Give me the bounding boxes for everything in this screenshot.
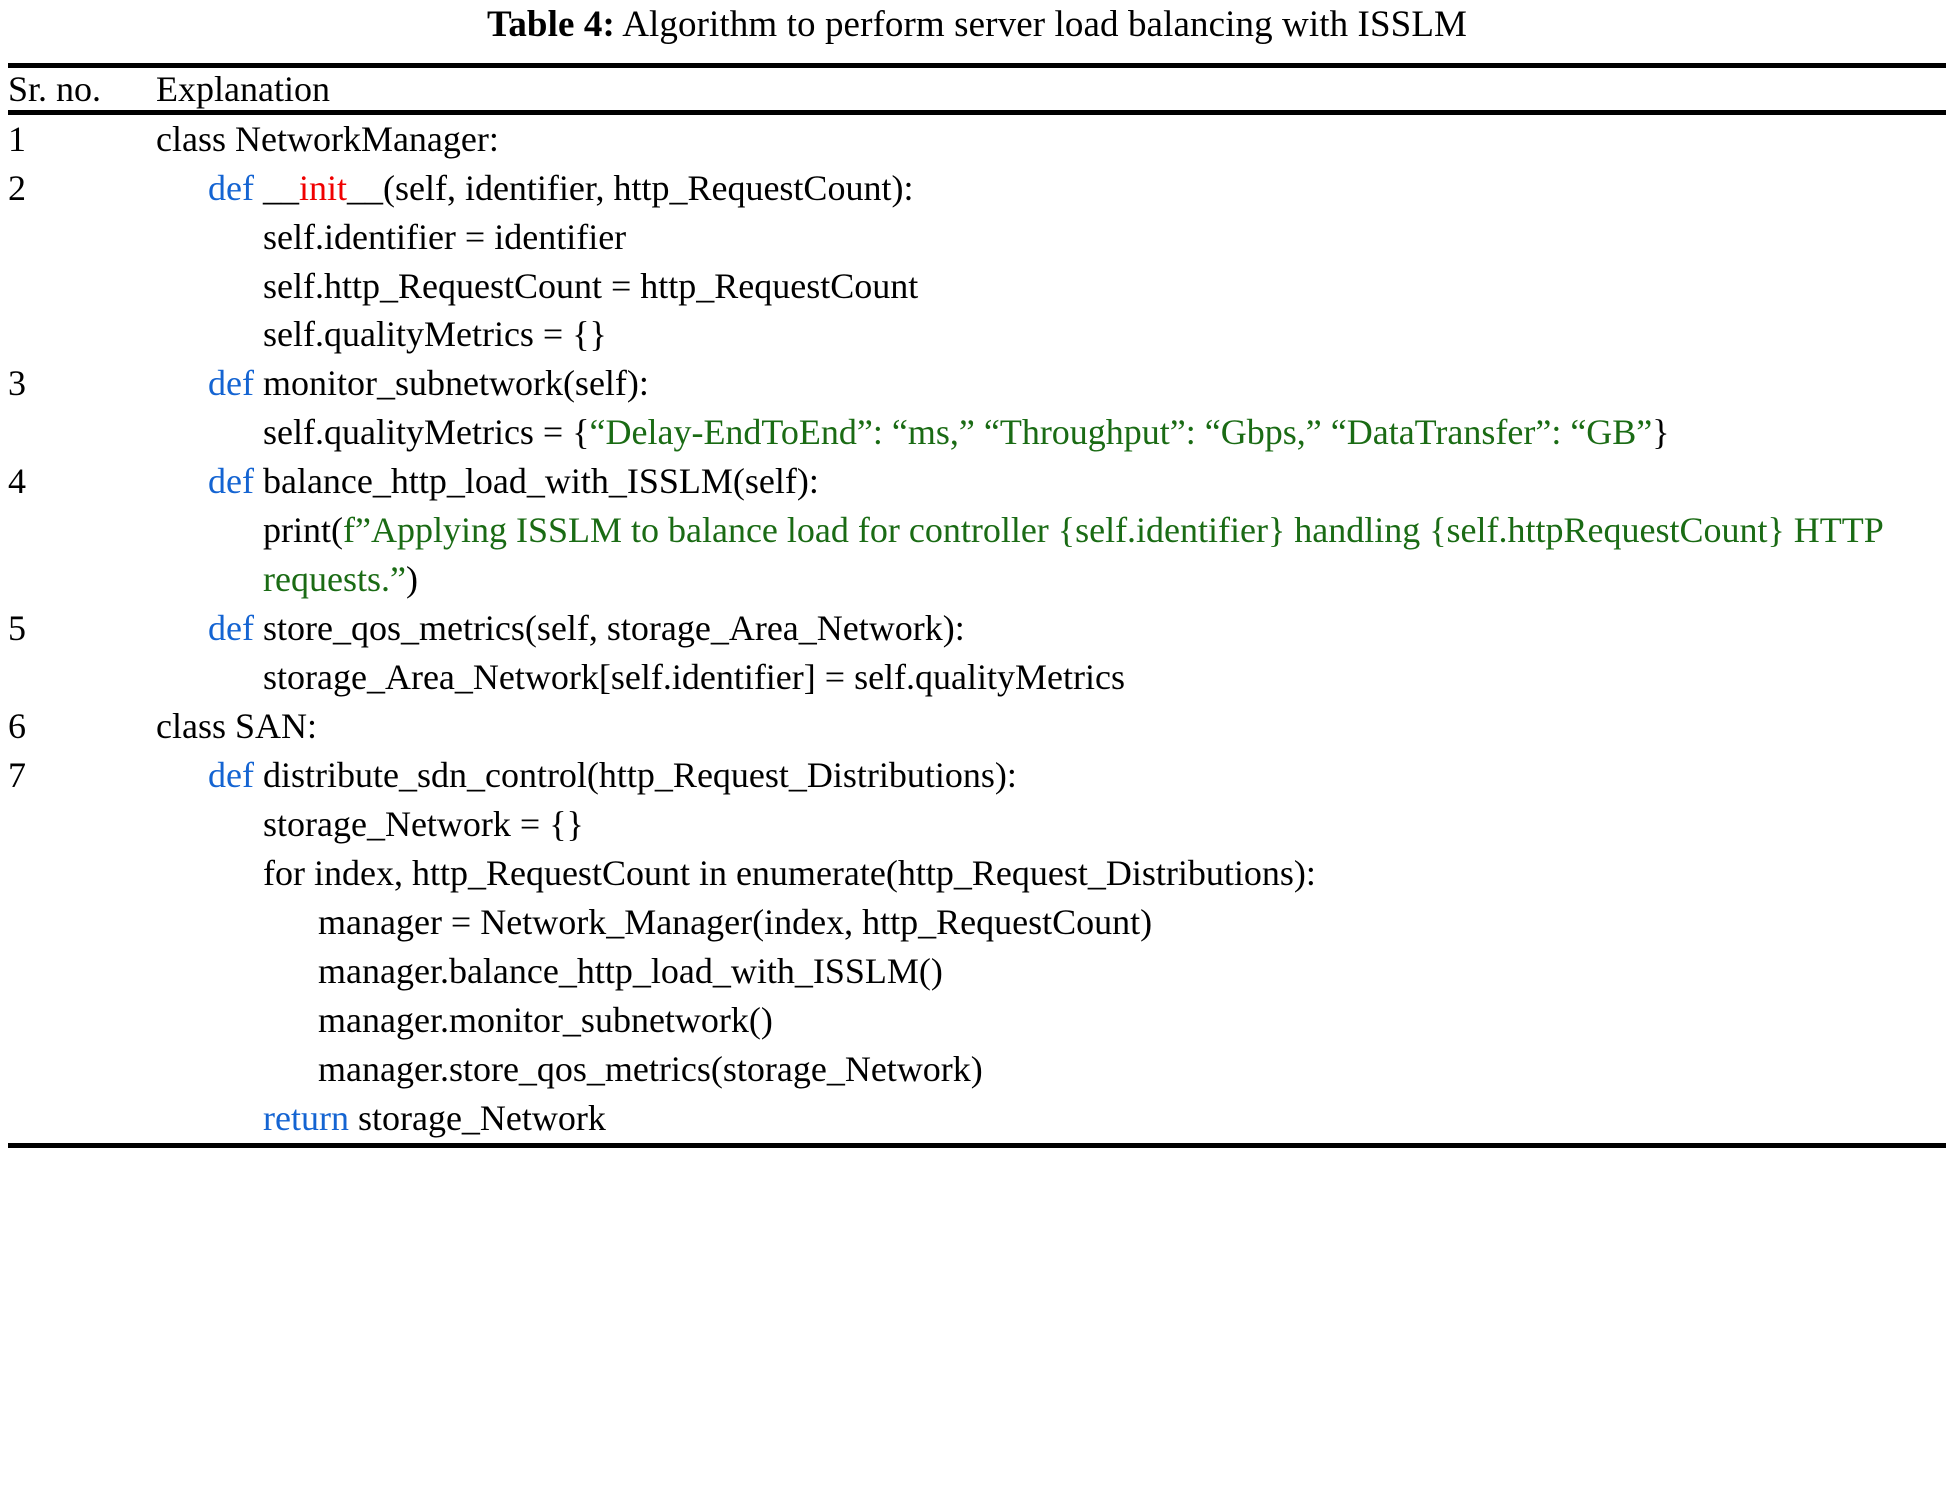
code-line: def monitor_subnetwork(self):	[156, 359, 1946, 408]
column-header-sr-no: Sr. no.	[8, 68, 102, 109]
table-body: 1 class NetworkManager: 2 def __init__(self…	[8, 115, 1946, 1143]
row-code-block: def __init__(self, identifier, http_Requ…	[156, 164, 1946, 360]
code-line: def __init__(self, identifier, http_Requ…	[156, 164, 1946, 213]
code-line: def balance_http_load_with_ISSLM(self):	[156, 457, 1946, 506]
table-row: 1 class NetworkManager:	[8, 115, 1946, 164]
table-header-rule	[8, 109, 1946, 115]
row-code-block: def monitor_subnetwork(self):self.qualit…	[156, 359, 1946, 457]
code-token-pl: )	[405, 559, 418, 600]
algorithm-table: Sr. no. Explanation	[8, 68, 1946, 110]
row-number: 7	[8, 755, 26, 796]
code-line: return storage_Network	[156, 1094, 1946, 1143]
row-number: 5	[8, 608, 26, 649]
row-number: 2	[8, 167, 26, 208]
code-token-pl: print(	[263, 510, 343, 551]
code-token-pl: self.identifier = identifier	[263, 216, 627, 257]
code-line: def store_qos_metrics(self, storage_Area…	[156, 604, 1946, 653]
code-token-pl: storage_Network	[357, 1097, 606, 1138]
code-line: self.identifier = identifier	[156, 213, 1946, 262]
table-row: 2 def __init__(self, identifier, http_Req…	[8, 164, 1946, 360]
table-row: 4 def balance_http_load_with_ISSLM(self):…	[8, 457, 1946, 604]
code-token-pl: __(self, identifier, http_RequestCount):	[346, 167, 914, 208]
code-token-pl: }	[1652, 412, 1670, 453]
code-token-str: “Delay-EndToEnd”: “ms,” “Throughput”: “G…	[589, 412, 1653, 453]
code-line: storage_Area_Network[self.identifier] = …	[156, 653, 1946, 702]
caption-text: Algorithm to perform server load balanci…	[622, 4, 1468, 45]
code-line: for index, http_RequestCount in enumerat…	[156, 849, 1946, 898]
table-bottom-rule	[8, 1142, 1946, 1148]
code-line: class SAN:	[156, 702, 1946, 751]
code-token-pl: manager = Network_Manager(index, http_Re…	[318, 901, 1153, 942]
row-code-block: def store_qos_metrics(self, storage_Area…	[156, 604, 1946, 702]
code-line: storage_Network = {}	[156, 800, 1946, 849]
code-token-pl: monitor_subnetwork(self):	[262, 363, 649, 404]
code-token-magic: init	[298, 167, 347, 208]
code-line: manager.monitor_subnetwork()	[156, 996, 1946, 1045]
code-line: manager.store_qos_metrics(storage_Networ…	[156, 1045, 1946, 1094]
row-number: 3	[8, 363, 26, 404]
algorithm-table-body: 1 class NetworkManager: 2 def __init__(self…	[8, 115, 1946, 1143]
code-line: print(f”Applying ISSLM to balance load f…	[156, 506, 1946, 604]
code-line: manager = Network_Manager(index, http_Re…	[156, 898, 1946, 947]
code-line: self.qualityMetrics = {“Delay-EndToEnd”:…	[156, 408, 1946, 457]
caption-label: Table 4:	[486, 4, 615, 45]
table-caption: Table 4: Algorithm to perform server loa…	[8, 0, 1946, 51]
code-token-pl: manager.store_qos_metrics(storage_Networ…	[318, 1048, 983, 1089]
code-token-kw: def	[208, 755, 263, 796]
row-code-block: def balance_http_load_with_ISSLM(self):p…	[156, 457, 1946, 604]
table-header-row: Sr. no. Explanation	[8, 68, 1946, 110]
code-token-str: f”Applying ISSLM to balance load for con…	[263, 510, 1892, 600]
code-token-pl: self.qualityMetrics = {	[263, 412, 590, 453]
code-token-pl: manager.balance_http_load_with_ISSLM()	[318, 950, 943, 991]
code-token-pl: class SAN:	[156, 706, 317, 747]
code-token-pl: self.http_RequestCount = http_RequestCou…	[263, 265, 919, 306]
code-token-kw: def	[208, 461, 263, 502]
code-token-pl: manager.monitor_subnetwork()	[318, 999, 773, 1040]
code-token-pl: self.qualityMetrics = {}	[263, 314, 607, 355]
code-token-pl: storage_Area_Network[self.identifier] = …	[263, 657, 1125, 698]
row-number: 1	[8, 118, 26, 159]
code-token-kw: def	[208, 167, 263, 208]
code-token-pl: balance_http_load_with_ISSLM(self):	[262, 461, 819, 502]
code-line: self.http_RequestCount = http_RequestCou…	[156, 262, 1946, 311]
code-token-pl: for index, http_RequestCount in enumerat…	[263, 852, 1316, 893]
table-row: 7 def distribute_sdn_control(http_Request…	[8, 751, 1946, 1143]
table-row: 6 class SAN:	[8, 702, 1946, 751]
code-token-kw: def	[208, 363, 263, 404]
code-line: class NetworkManager:	[156, 115, 1946, 164]
code-token-kw: def	[208, 608, 263, 649]
column-header-explanation: Explanation	[156, 68, 330, 109]
code-token-pl: class NetworkManager:	[156, 118, 499, 159]
code-token-pl: distribute_sdn_control(http_Request_Dist…	[262, 755, 1017, 796]
code-line: self.qualityMetrics = {}	[156, 310, 1946, 359]
code-token-pl: store_qos_metrics(self, storage_Area_Net…	[262, 608, 965, 649]
row-number: 4	[8, 461, 26, 502]
row-code-block: def distribute_sdn_control(http_Request_…	[156, 751, 1946, 1143]
code-token-pl: storage_Network = {}	[263, 804, 584, 844]
table-row: 5 def store_qos_metrics(self, storage_Are…	[8, 604, 1946, 702]
row-code-block: class NetworkManager:	[156, 115, 1946, 164]
row-number: 6	[8, 706, 26, 747]
table-top-rule	[8, 62, 1946, 68]
code-token-pl: __	[262, 167, 299, 208]
code-line: manager.balance_http_load_with_ISSLM()	[156, 947, 1946, 996]
code-line: def distribute_sdn_control(http_Request_…	[156, 751, 1946, 800]
row-code-block: class SAN:	[156, 702, 1946, 751]
code-token-kw: return	[263, 1097, 358, 1138]
